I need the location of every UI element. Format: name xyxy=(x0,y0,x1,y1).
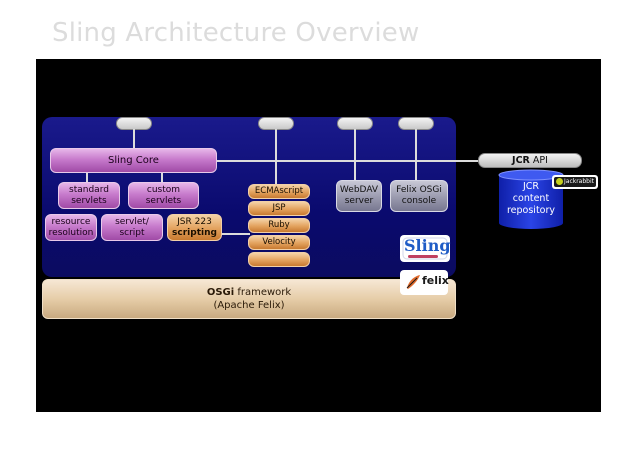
service-label-line: server xyxy=(344,196,374,206)
core-bus-line xyxy=(216,160,478,162)
servlet-label-line: custom xyxy=(146,184,181,195)
jcr-api-bold: JCR xyxy=(512,155,530,166)
engine-blank xyxy=(248,252,310,267)
sling-logo: Sling xyxy=(400,235,451,262)
custom-servlets-box: custom servlets xyxy=(128,182,199,209)
engine-label: ECMAscript xyxy=(254,186,304,196)
engine-velocity: Velocity xyxy=(248,235,310,250)
connector-line xyxy=(415,129,417,184)
jackrabbit-logo: Jackrabbit xyxy=(552,175,598,189)
engine-label: Ruby xyxy=(268,220,290,230)
felix-console-box: Felix OSGi console xyxy=(390,180,448,212)
osgi-bold-label: OSGi xyxy=(206,287,235,298)
sling-logo-mark xyxy=(402,237,448,260)
webdav-server-box: WebDAV server xyxy=(336,180,382,212)
jsr223-scripting-box: JSR 223 scripting xyxy=(167,214,222,241)
repo-label-line: content xyxy=(512,193,550,204)
osgi-framework-box: OSGi framework (Apache Felix) xyxy=(42,279,456,319)
service-label-line: console xyxy=(401,196,437,206)
servlet-label-line: servlets xyxy=(145,195,182,206)
diagram-canvas: Sling Core standard servlets custom serv… xyxy=(36,59,601,412)
sling-core-box: Sling Core xyxy=(50,148,217,173)
service-label-line: Felix OSGi xyxy=(396,185,442,195)
jcr-repository-label: JCR content repository xyxy=(497,177,565,221)
box-label-line: servlet/ xyxy=(115,216,149,227)
repo-label-line: repository xyxy=(506,205,556,216)
jackrabbit-icon xyxy=(556,178,563,185)
servlet-script-box: servlet/ script xyxy=(101,214,163,241)
connector-line xyxy=(275,129,277,189)
sling-logo-text: Sling xyxy=(404,236,451,255)
engine-ecmascript: ECMAscript xyxy=(248,184,310,199)
jcr-connector-line xyxy=(450,160,482,162)
service-label-line: WebDAV xyxy=(339,185,379,195)
box-label-line: resolution xyxy=(48,227,94,238)
sling-core-label: Sling Core xyxy=(108,155,159,166)
sling-logo-underline xyxy=(408,255,438,258)
feather-icon xyxy=(406,275,420,289)
servlet-label-line: servlets xyxy=(71,195,107,206)
connector-line xyxy=(354,129,356,184)
page-title: Sling Architecture Overview xyxy=(52,18,420,48)
felix-logo: felix xyxy=(400,270,449,295)
jackrabbit-logo-bg xyxy=(554,177,596,187)
osgi-label-line2: (Apache Felix) xyxy=(213,300,285,311)
jackrabbit-logo-text: Jackrabbit xyxy=(564,178,594,185)
connector-line xyxy=(133,129,135,149)
box-label-line: scripting xyxy=(172,227,217,238)
osgi-label-rest: framework xyxy=(234,287,292,298)
jcr-api-bar: JCR API xyxy=(478,153,582,168)
engine-label: JSP xyxy=(272,203,286,213)
felix-logo-text: felix xyxy=(422,274,449,287)
connector-line xyxy=(86,173,88,183)
resource-resolution-box: resource resolution xyxy=(45,214,97,241)
box-label-line: script xyxy=(119,227,145,238)
box-label-line: JSR 223 xyxy=(177,216,212,227)
engine-jsp: JSP xyxy=(248,201,310,216)
repo-label-line: JCR xyxy=(522,181,540,192)
jcr-api-rest: API xyxy=(529,155,548,166)
scripting-connector-line xyxy=(222,233,250,235)
engine-ruby: Ruby xyxy=(248,218,310,233)
standard-servlets-box: standard servlets xyxy=(58,182,120,209)
connector-line xyxy=(161,173,163,183)
servlet-label-line: standard xyxy=(69,184,109,195)
engine-label: Velocity xyxy=(262,237,296,247)
box-label-line: resource xyxy=(51,216,91,227)
